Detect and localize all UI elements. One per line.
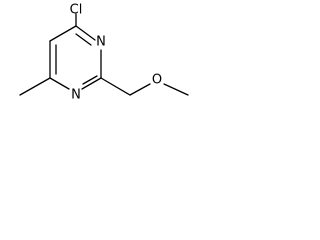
atom-chlorine: Cl — [70, 3, 83, 18]
bond-n3-c4-inner — [75, 33, 92, 46]
atom-nitrogen-bottom: N — [71, 88, 81, 103]
bond-ch2-o — [129, 83, 151, 96]
bond-n1-c2-inner — [82, 75, 98, 85]
atom-nitrogen-top: N — [96, 35, 106, 50]
bond-c6-n1 — [49, 77, 70, 90]
bond-c6-methyl — [19, 77, 51, 96]
bond-c4-c5 — [49, 25, 77, 42]
bond-o-ch3 — [163, 83, 189, 96]
bond-n1-c2 — [81, 77, 102, 90]
bond-n3-c4 — [75, 25, 96, 41]
atom-oxygen: O — [152, 73, 162, 88]
bond-c2-ch2 — [100, 77, 131, 96]
molecule-structure: Cl N N O — [19, 3, 189, 103]
